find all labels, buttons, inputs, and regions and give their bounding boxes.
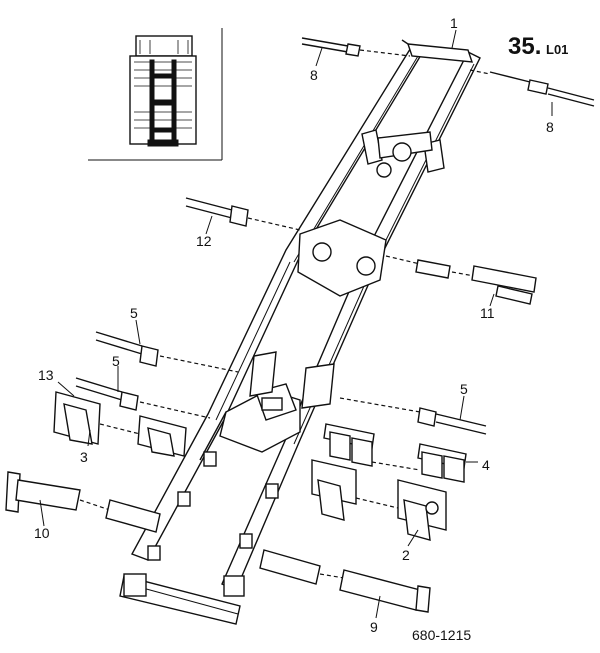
callout-9: 9 [370,619,378,635]
cross-arm-10 [5,471,161,533]
bracket-2 [311,459,447,541]
inset-frame-overview [88,28,223,161]
leader-lines [39,29,553,619]
cross-arm-8-left [301,37,411,57]
callout-5-middle: 5 [112,353,120,369]
drawing-code: 680-1215 [412,627,471,643]
callout-10: 10 [34,525,50,541]
callout-13: 13 [38,367,54,383]
callout-5-right: 5 [460,381,468,397]
callout-12: 12 [196,233,212,249]
callout-3: 3 [80,449,88,465]
callout-8-left: 8 [310,67,318,83]
bracket-4 [323,423,467,483]
callout-2: 2 [402,547,410,563]
cross-arm-5-right [339,397,487,435]
cross-arm-5-middle [75,377,211,419]
group-number: 35. [508,33,541,60]
cross-arm-8-right [469,69,595,107]
bracket-13-3 [53,391,187,457]
callout-11: 11 [480,305,495,321]
group-suffix: L01 [546,42,568,57]
callout-labels: 1 8 8 12 11 5 5 5 13 3 4 10 2 9 [34,15,554,635]
cross-arm-12 [185,197,301,231]
callout-8-right: 8 [546,119,554,135]
cross-arm-5-upper [95,331,239,373]
bracket-11 [385,255,537,305]
callout-5-upper: 5 [130,305,138,321]
callout-1: 1 [450,15,458,31]
cross-arm-9 [259,549,431,613]
callout-4: 4 [482,457,490,473]
main-frame [119,39,481,625]
